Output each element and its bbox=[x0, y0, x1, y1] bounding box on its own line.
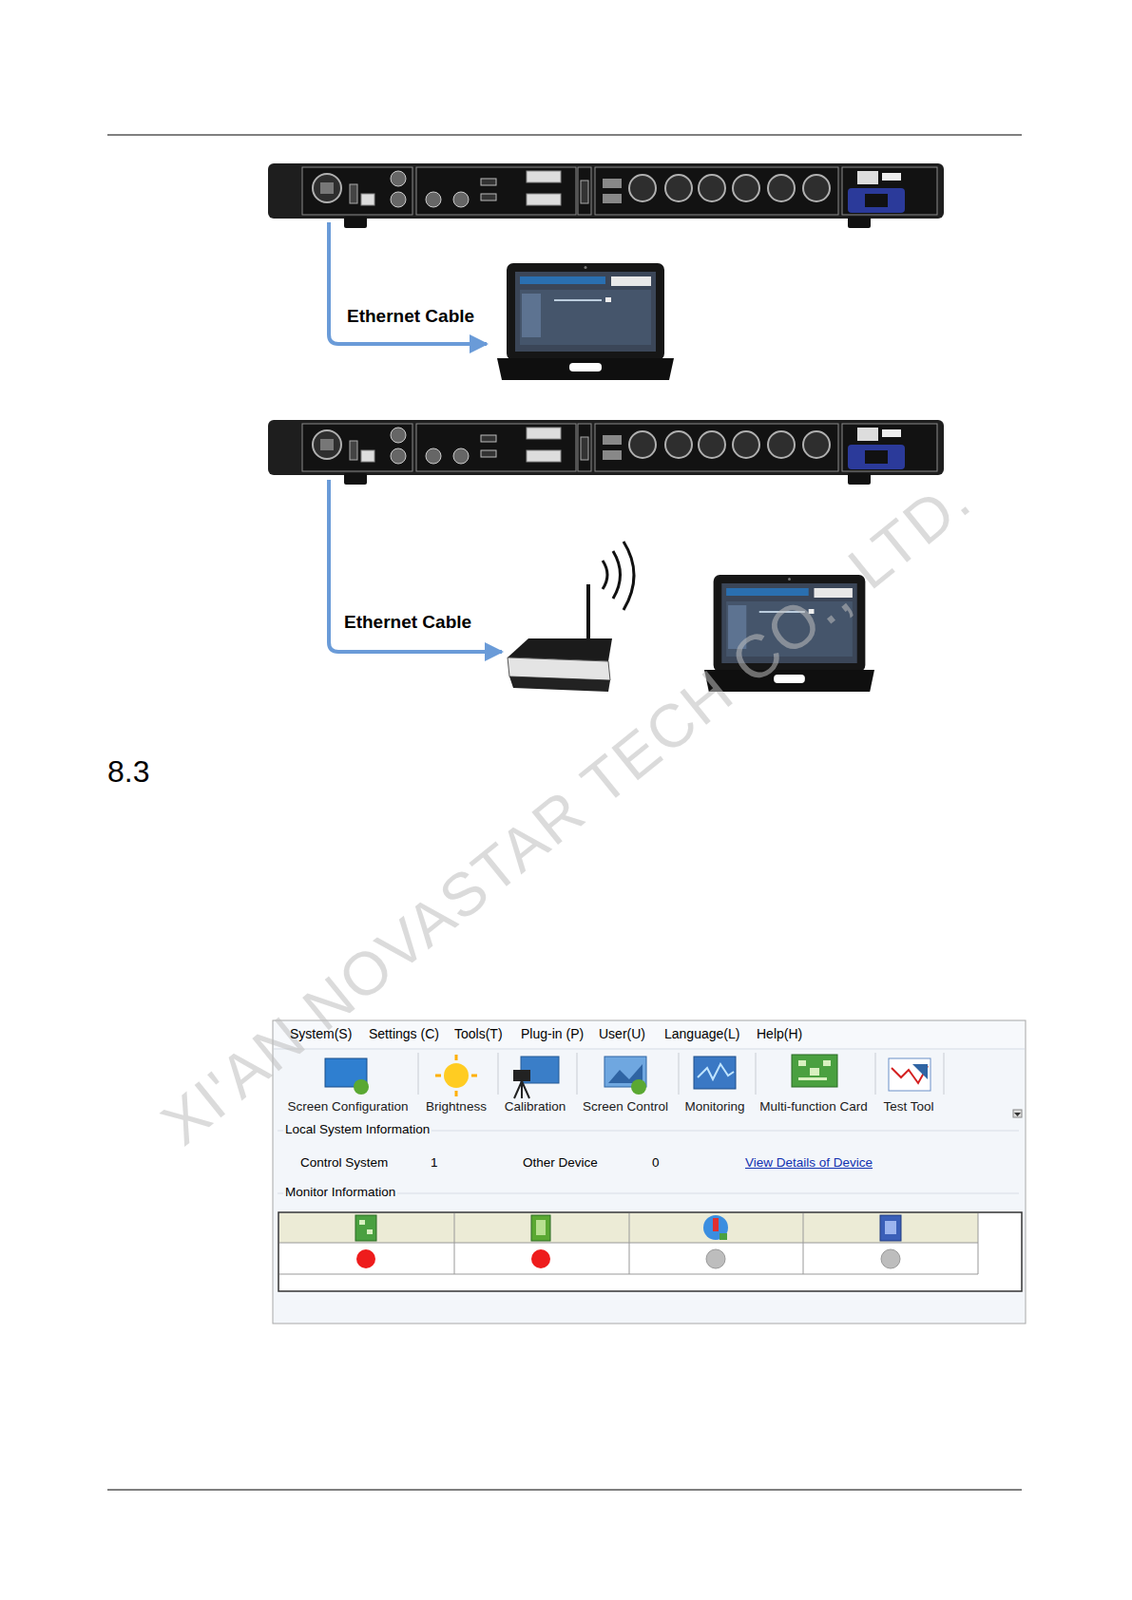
cable-label: Ethernet Cable bbox=[344, 612, 472, 634]
toolbar-label: Monitoring bbox=[684, 1099, 745, 1115]
menu-item: Language(L) bbox=[664, 1026, 740, 1043]
cable-label: Ethernet Cable bbox=[346, 306, 475, 328]
toolbar-label: Calibration bbox=[504, 1099, 567, 1115]
toolbar-label: Brightness bbox=[425, 1099, 487, 1115]
menu-item: Tools(T) bbox=[454, 1026, 503, 1043]
group-title: Monitor Information bbox=[283, 1185, 398, 1201]
toolbar-label: Test Tool bbox=[882, 1099, 934, 1115]
menu-item: User(U) bbox=[598, 1026, 646, 1043]
toolbar-label: Screen Control bbox=[582, 1099, 669, 1115]
field-value: 1 bbox=[430, 1155, 439, 1171]
menu-item: Plug-in (P) bbox=[520, 1026, 584, 1043]
field-name: Control System bbox=[300, 1155, 388, 1171]
menu-item: Settings (C) bbox=[368, 1026, 440, 1043]
details-link: View Details of Device bbox=[745, 1155, 873, 1171]
menu-item: System(S) bbox=[289, 1026, 352, 1043]
toolbar-label: Screen Configuration bbox=[287, 1099, 409, 1115]
field-value: 0 bbox=[652, 1155, 660, 1171]
group-title: Local System Information bbox=[283, 1122, 432, 1138]
field-name: Other Device bbox=[522, 1155, 598, 1171]
section-number: 8.3 bbox=[107, 753, 150, 790]
toolbar-label: Multi-function Card bbox=[759, 1099, 867, 1115]
menu-item: Help(H) bbox=[756, 1026, 803, 1043]
